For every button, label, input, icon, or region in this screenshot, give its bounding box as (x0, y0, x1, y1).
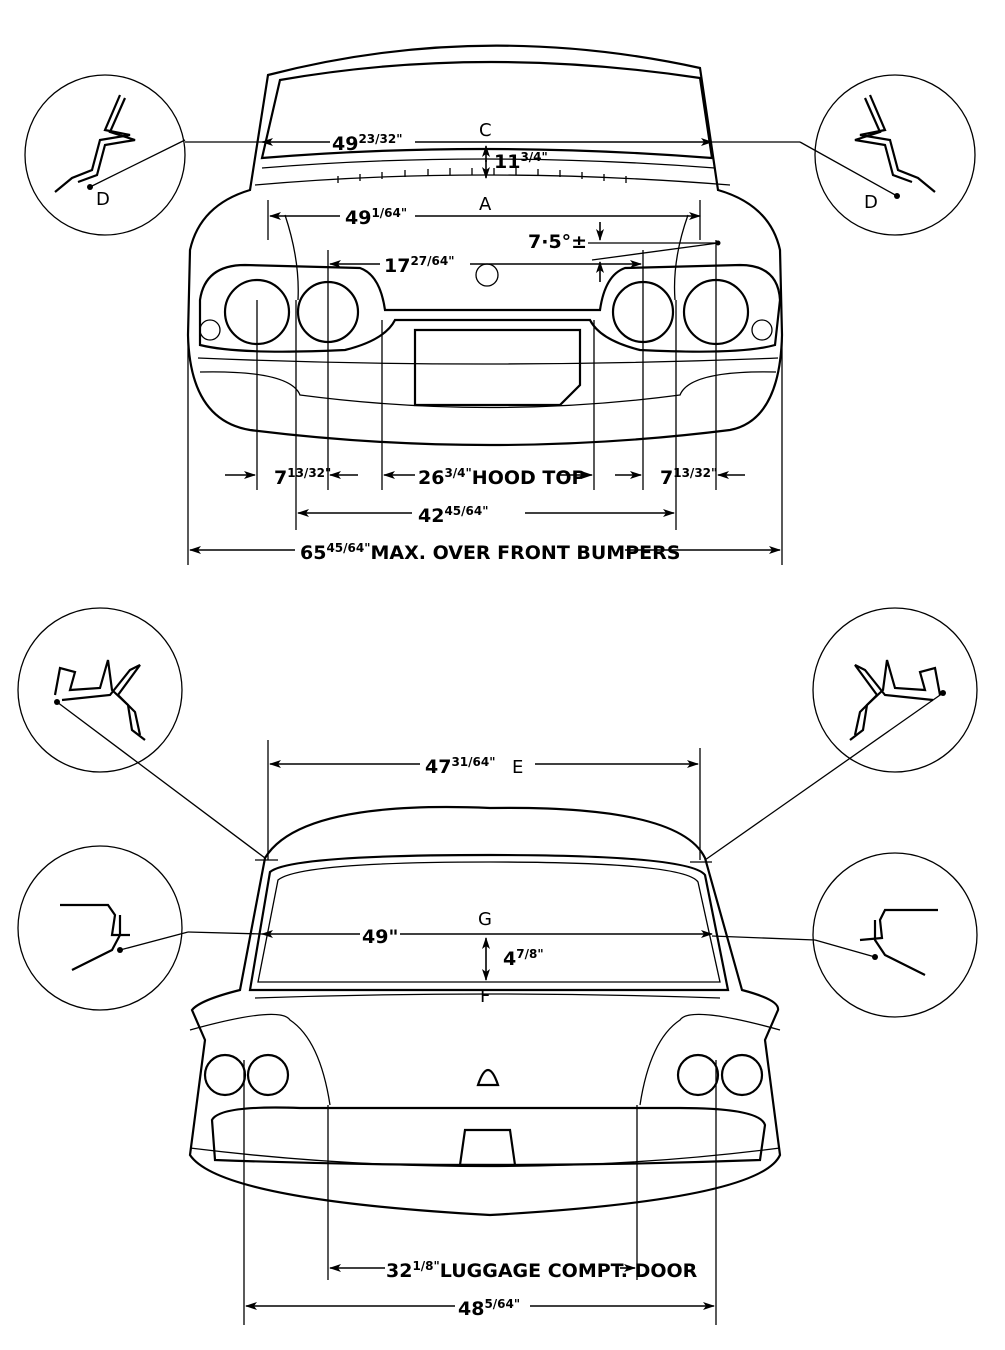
taillamp-outer-left (203, 1053, 247, 1097)
dim-inner-width: 4245/64" (418, 504, 489, 527)
point-c-label: C (479, 120, 492, 141)
svg-text:D: D (96, 189, 110, 210)
detail-circle-d-left: D (24, 74, 262, 236)
taillamp-inner-left (246, 1053, 290, 1097)
point-e-label: E (512, 757, 523, 778)
detail-circle-g-right (812, 852, 978, 1018)
dim-backlight-height: 47/8" (503, 947, 544, 970)
dim-luggage-door: 321/8"LUGGAGE COMPT. DOOR (386, 1259, 698, 1282)
cowl-vent-ticks (337, 168, 627, 183)
point-g-label: G (478, 909, 492, 930)
detail-circle-e-right (704, 607, 978, 861)
detail-circle-d-right: D (799, 74, 976, 236)
dim-bumper-width: 6545/64"MAX. OVER FRONT BUMPERS (300, 541, 680, 564)
license-plate-recess (413, 328, 582, 407)
taillamp-outer-right (720, 1053, 764, 1097)
backlight (248, 853, 730, 992)
front-extension-lines (187, 200, 783, 565)
lamp-band (198, 263, 782, 353)
rear-view: 4731/64" E 49" G 47/8" F 321/8"LUGGAGE C… (17, 607, 978, 1325)
dim-windshield-height: 113/4" (494, 150, 548, 173)
point-f-label: F (480, 986, 490, 1007)
bumper-panel (210, 1106, 767, 1167)
parking-lamp-left (199, 319, 221, 341)
hood-emblem (475, 263, 499, 287)
point-a-label: A (479, 194, 492, 215)
dim-lamp-right: 713/32" (660, 466, 717, 489)
rear-extension-lines (243, 740, 717, 1325)
dim-headlamp-spacing: 1727/64" (384, 254, 455, 277)
dim-roof-width: 4731/64" (425, 755, 496, 778)
dim-angle: 7·5°± (528, 231, 587, 253)
dim-hood-top: 263/4"HOOD TOP (418, 466, 586, 489)
dim-rear-width: 485/64" (458, 1297, 520, 1320)
taillamp-inner-right (676, 1053, 720, 1097)
dim-backlight-width: 49" (362, 926, 398, 948)
dim-cowl-width: 491/64" (345, 206, 407, 229)
windshield (260, 60, 714, 160)
front-body-outline (186, 44, 784, 447)
front-view: 4923/32" C 113/4" A 491/64" 7·5°± 1727/6… (24, 44, 976, 565)
dim-windshield-width: 4923/32" (332, 132, 403, 155)
detail-circle-g-left (17, 845, 263, 1011)
roof-outline (188, 805, 782, 1217)
svg-text:D: D (864, 192, 878, 213)
license-recess (458, 1128, 517, 1167)
detail-circle-e-left (17, 607, 266, 859)
trunk-emblem (476, 1068, 500, 1087)
parking-lamp-right (751, 319, 773, 341)
dim-lamp-left: 713/32" (274, 466, 331, 489)
